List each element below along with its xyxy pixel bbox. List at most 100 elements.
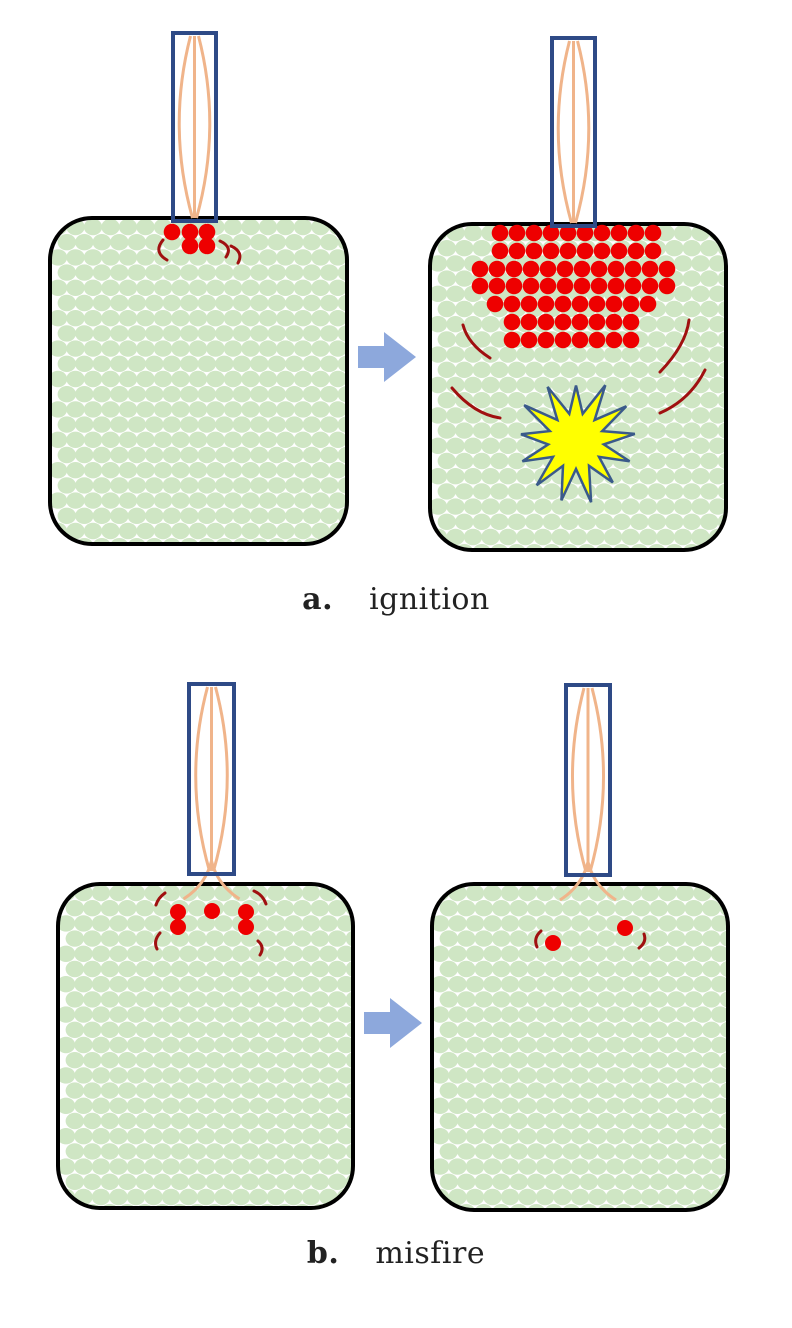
fuel-particle-field bbox=[432, 884, 728, 1210]
fuel-particle bbox=[665, 544, 684, 550]
fuel-particle bbox=[336, 945, 353, 962]
electrode-wire-tail bbox=[559, 861, 590, 902]
fuel-particle bbox=[206, 401, 225, 418]
fuel-particle bbox=[568, 376, 588, 394]
fuel-particle bbox=[110, 477, 129, 494]
fuel-particle bbox=[717, 270, 726, 287]
fuel-particle bbox=[267, 386, 286, 403]
fuel-particle bbox=[682, 270, 701, 287]
fuel-particle bbox=[562, 1052, 581, 1069]
fuel-particle bbox=[588, 1188, 607, 1206]
fuel-particle bbox=[118, 431, 138, 448]
fuel-particle bbox=[507, 483, 526, 500]
fuel-particle bbox=[311, 401, 330, 418]
fuel-particle bbox=[293, 1143, 312, 1160]
fuel-particle bbox=[75, 264, 94, 281]
fuel-particle bbox=[439, 930, 458, 947]
fuel-particle bbox=[675, 1188, 695, 1206]
fuel-particle bbox=[92, 507, 112, 524]
fuel-particle bbox=[50, 249, 68, 266]
fuel-particle bbox=[432, 1067, 450, 1084]
fuel-particle bbox=[673, 376, 693, 394]
fuel-particle bbox=[320, 446, 339, 464]
burning-particle bbox=[486, 295, 504, 313]
fuel-particle bbox=[463, 376, 483, 394]
fuel-particle bbox=[258, 492, 278, 509]
fuel-particle bbox=[483, 1158, 502, 1175]
burning-particle bbox=[641, 277, 659, 295]
burning-particle bbox=[559, 242, 577, 260]
fuel-particle bbox=[509, 1112, 528, 1130]
fuel-particle bbox=[231, 884, 251, 902]
fuel-particle bbox=[188, 1173, 207, 1191]
fuel-particle bbox=[588, 915, 607, 932]
fuel-particle bbox=[223, 522, 243, 540]
fuel-particle bbox=[171, 492, 190, 509]
fuel-particle bbox=[500, 884, 520, 902]
fuel-particle bbox=[197, 264, 216, 281]
fuel-particle bbox=[285, 507, 304, 524]
fuel-particle bbox=[632, 960, 651, 978]
fuel-particle bbox=[240, 1021, 259, 1038]
fuel-particle bbox=[320, 416, 339, 433]
fuel-particle bbox=[439, 960, 458, 978]
fuel-particle bbox=[472, 240, 491, 257]
burning-particle bbox=[505, 260, 523, 278]
fuel-particle bbox=[267, 446, 286, 464]
fuel-particle bbox=[206, 279, 225, 296]
fuel-particle bbox=[719, 1204, 728, 1210]
fuel-particle bbox=[320, 294, 339, 312]
fuel-particle bbox=[275, 1082, 294, 1099]
fuel-particle bbox=[492, 960, 511, 978]
fuel-particle bbox=[665, 240, 684, 257]
fuel-particle bbox=[320, 234, 339, 251]
fuel-particle bbox=[136, 218, 155, 236]
fuel-particle bbox=[188, 1143, 207, 1160]
fuel-particle bbox=[83, 1052, 102, 1069]
fuel-particle bbox=[179, 1006, 198, 1023]
fuel-particle bbox=[58, 976, 76, 993]
fuel-particle bbox=[553, 884, 572, 902]
fuel-particle bbox=[162, 477, 181, 494]
fuel-particle bbox=[717, 331, 726, 348]
flame-front-arc bbox=[252, 889, 268, 906]
fuel-particle bbox=[66, 310, 85, 327]
fuel-particle bbox=[481, 316, 500, 333]
fuel-particle bbox=[258, 310, 278, 327]
fuel-particle bbox=[258, 249, 278, 266]
fuel-particle bbox=[328, 1204, 347, 1208]
fuel-particle bbox=[188, 522, 208, 540]
burning-particle bbox=[588, 331, 606, 349]
fuel-particle bbox=[710, 1097, 728, 1115]
fuel-particle bbox=[717, 452, 726, 470]
fuel-particle bbox=[345, 1112, 353, 1130]
fuel-particle bbox=[640, 1158, 660, 1175]
fuel-particle bbox=[266, 915, 286, 932]
fuel-particle bbox=[215, 477, 234, 494]
fuel-particle bbox=[215, 538, 234, 544]
fuel-particle bbox=[153, 431, 173, 448]
fuel-particle bbox=[553, 1067, 572, 1084]
fuel-particle bbox=[75, 294, 94, 312]
burning-particle bbox=[622, 313, 640, 331]
fuel-particle bbox=[276, 370, 295, 388]
fuel-particle bbox=[258, 900, 277, 917]
burning-particle bbox=[639, 295, 657, 313]
fuel-particle bbox=[525, 361, 544, 378]
fuel-particle bbox=[509, 960, 528, 978]
burning-particle bbox=[537, 295, 555, 313]
burning-particle bbox=[622, 295, 640, 313]
fuel-particle bbox=[275, 960, 294, 978]
fuel-particle bbox=[562, 930, 581, 947]
fuel-particle bbox=[153, 1173, 172, 1191]
fuel-particle bbox=[223, 1173, 242, 1191]
fuel-particle bbox=[57, 325, 76, 342]
fuel-particle bbox=[562, 1143, 581, 1160]
fuel-particle bbox=[83, 370, 103, 388]
fuel-particle bbox=[74, 1067, 93, 1084]
fuel-particle bbox=[215, 294, 234, 312]
fuel-particle bbox=[162, 355, 181, 372]
fuel-particle bbox=[276, 492, 295, 509]
fuel-particle bbox=[525, 544, 544, 550]
fuel-particle bbox=[197, 446, 216, 464]
